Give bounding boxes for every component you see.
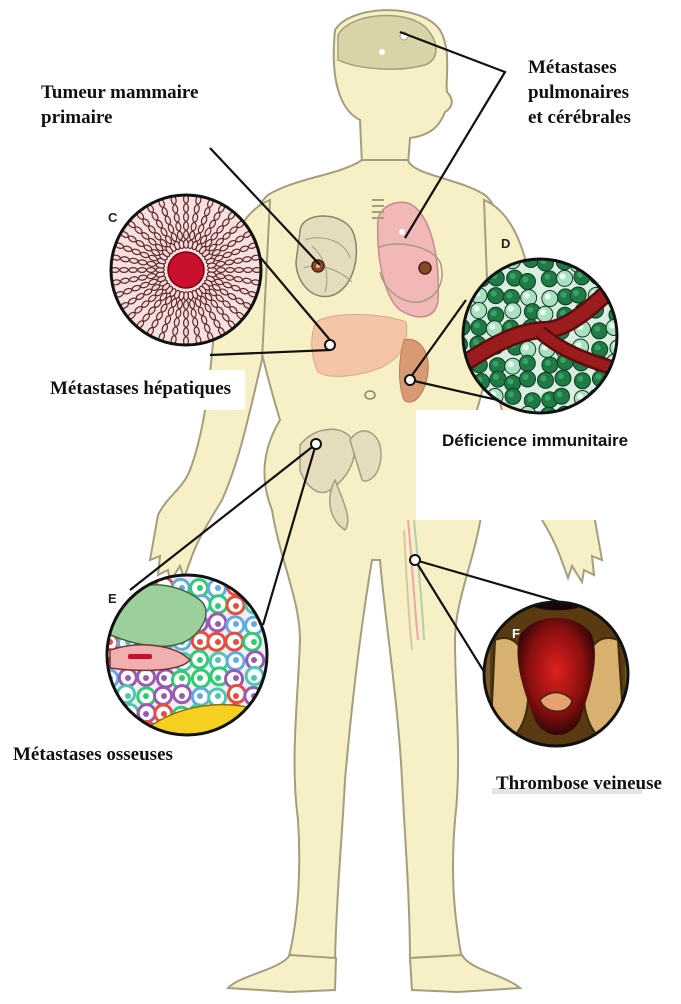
hepatocyte (184, 231, 189, 239)
brain (338, 15, 436, 69)
panel-letter-c: C (108, 210, 118, 225)
panel-letter-e: E (108, 591, 117, 606)
immune-cell (605, 254, 621, 270)
hepatocyte (184, 310, 189, 318)
hepatocyte (147, 268, 155, 273)
panel-e-bone-micro: E (100, 575, 270, 760)
hepatocyte (226, 268, 234, 273)
immune-cell (608, 287, 624, 303)
hepatocyte (235, 268, 243, 273)
hepatocyte (184, 222, 189, 230)
hepatocyte (138, 268, 146, 273)
immune-cell (590, 269, 606, 285)
label-backdrop-immune (416, 410, 681, 520)
immune-cell (588, 254, 604, 270)
label-primary-tumor: Tumeur mammaire primaire (41, 80, 198, 130)
panel-letter-d: D (501, 236, 510, 251)
hepatocyte (184, 319, 189, 327)
panel-c-liver-micro: C (108, 195, 261, 345)
hepatocyte (129, 268, 137, 273)
label-lung-brain-metastases: Métastases pulmonaires et cérébrales (528, 55, 631, 130)
marrow-cell (244, 724, 261, 741)
liver-tumor-core (168, 252, 204, 288)
label-liver-metastases: Métastases hépatiques (50, 376, 231, 401)
panel-f-thrombosis-micro: F (484, 598, 628, 751)
hepatocyte (184, 213, 189, 221)
immune-cell (605, 393, 621, 409)
panel-letter-f: F (512, 626, 520, 641)
label-venous-thrombosis: Thrombose veineuse (496, 771, 662, 796)
left-breast (296, 216, 356, 297)
hepatocyte (244, 268, 252, 273)
marrow-cell (121, 704, 138, 721)
marrow-cell (245, 579, 262, 596)
left-foot (228, 955, 336, 992)
immune-cell (606, 272, 622, 288)
torso (249, 160, 505, 962)
marrow-cell (227, 723, 244, 740)
label-immune-deficiency: Déficience immunitaire (442, 428, 628, 453)
label-bone-metastases: Métastases osseuses (13, 742, 173, 767)
immune-cell (589, 389, 605, 405)
brain-spot (379, 49, 385, 55)
hepatocyte (184, 328, 189, 336)
marrow-cell (102, 707, 119, 724)
hepatocyte (120, 268, 128, 273)
hepatocyte (184, 204, 189, 212)
hepatocyte (184, 301, 189, 309)
hepatocyte (217, 268, 225, 273)
right-breast-dot (419, 262, 431, 274)
right-foot (410, 955, 520, 992)
marrow-cell (246, 707, 263, 724)
lung-metastasis-dot (399, 229, 405, 235)
